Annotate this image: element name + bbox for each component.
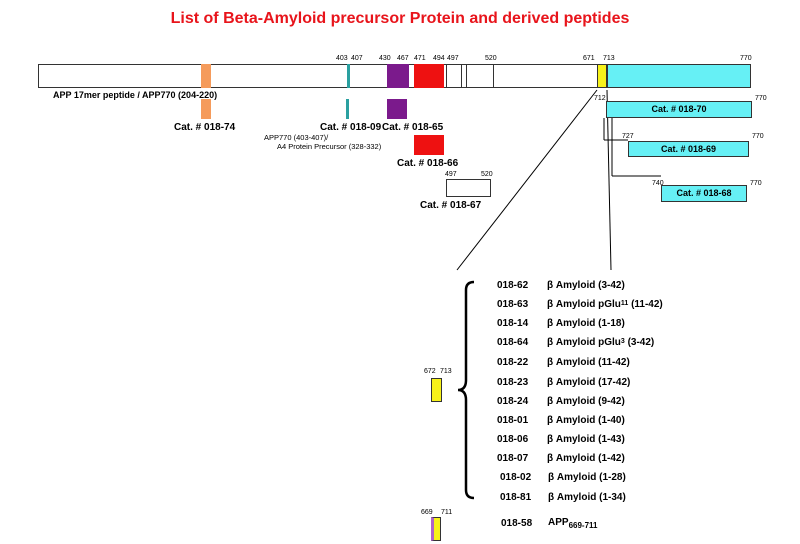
- fragment-018-74-bar: [201, 99, 211, 119]
- peptide-code: 018-63: [497, 299, 529, 310]
- peptide-name-main: β Amyloid (1-42): [547, 453, 625, 464]
- peptide-code: 018-02: [500, 472, 532, 483]
- pos-430: 430: [379, 55, 391, 62]
- fragment-018-09-note-2: A4 Protein Precursor (328-332): [277, 142, 382, 151]
- fragment-018-70-bar: Cat. # 018-70: [606, 101, 752, 118]
- peptide-name-main: β Amyloid (1-43): [547, 434, 625, 445]
- peptide-name-main: β Amyloid (9-42): [547, 396, 625, 407]
- yellow-segment: [597, 64, 607, 88]
- fragment-018-09-label: Cat. # 018-09: [320, 122, 382, 133]
- fragment-018-09-note-1: APP770 (403-407)/: [264, 133, 329, 142]
- peptide-code: 018-22: [497, 357, 529, 368]
- peptide-name: β Amyloid (11-42): [547, 357, 630, 368]
- white-segment-b: [466, 64, 494, 88]
- peptide-name-main: β Amyloid (3-42): [547, 280, 625, 291]
- peptide-name-main: β Amyloid (1-28): [548, 472, 626, 483]
- peptide-code: 018-64: [497, 337, 529, 348]
- app-fragment-bar: [431, 517, 441, 541]
- app-fragment-name-main: APP: [548, 517, 569, 528]
- peptide-name-main: β Amyloid (1-34): [548, 492, 626, 503]
- peptide-name: β Amyloid pGlu3 (3-42): [547, 337, 654, 348]
- zoom-segment-bar: [431, 378, 442, 402]
- peptide-name-main: β Amyloid (11-42): [547, 357, 630, 368]
- pos-403: 403: [336, 55, 348, 62]
- peptide-name-range: (3-42): [624, 337, 655, 348]
- peptide-code: 018-01: [497, 415, 529, 426]
- peptide-name: β Amyloid (17-42): [547, 377, 630, 388]
- peptide-name-main: β Amyloid pGlu: [547, 299, 621, 310]
- fragment-018-09-bar: [346, 99, 349, 119]
- peptide-code: 018-62: [497, 280, 529, 291]
- peptide-code: 018-06: [497, 434, 529, 445]
- fragment-018-69-start: 727: [622, 133, 634, 140]
- peptide-name: β Amyloid (1-34): [548, 492, 626, 503]
- fragment-018-69-label: Cat. # 018-69: [660, 144, 717, 154]
- peptide-name: β Amyloid (1-42): [547, 453, 625, 464]
- peptide-name: β Amyloid (1-43): [547, 434, 625, 445]
- peptide-name: β Amyloid (1-40): [547, 415, 625, 426]
- fragment-018-67-label: Cat. # 018-67: [420, 200, 482, 211]
- peptide-code: 018-81: [500, 492, 532, 503]
- teal-segment: [347, 64, 350, 88]
- fragment-018-67-end: 520: [481, 171, 493, 178]
- app-fragment-name: APP669-711: [548, 517, 598, 530]
- app-17mer-annotation: APP 17mer peptide / APP770 (204-220): [53, 90, 218, 100]
- pos-520: 520: [485, 55, 497, 62]
- app-fragment-end: 711: [441, 509, 453, 516]
- fragment-018-66-bar: [414, 135, 444, 155]
- fragment-018-67-bar: [446, 179, 491, 197]
- fragment-018-68-end: 770: [750, 180, 762, 187]
- fragment-018-70-label: Cat. # 018-70: [651, 104, 707, 114]
- pos-494: 494: [433, 55, 445, 62]
- page-title: List of Beta-Amyloid precursor Protein a…: [170, 10, 630, 27]
- peptide-name-main: β Amyloid (17-42): [547, 377, 631, 388]
- peptide-name-main: β Amyloid pGlu: [547, 337, 621, 348]
- fragment-018-65-bar: [387, 99, 407, 119]
- zoom-segment-start: 672: [424, 368, 436, 375]
- fragment-018-70-end: 770: [755, 95, 767, 102]
- peptide-name: β Amyloid (3-42): [547, 280, 625, 291]
- white-segment-a: [446, 64, 462, 88]
- peptide-name-superscript: 3: [620, 338, 625, 345]
- peptide-name-range: (11-42): [628, 299, 663, 310]
- fragment-018-68-start: 740: [652, 180, 664, 187]
- fragment-018-67-start: 497: [445, 171, 457, 178]
- red-segment: [414, 64, 444, 88]
- peptide-code: 018-23: [497, 377, 529, 388]
- peptide-name: β Amyloid (9-42): [547, 396, 625, 407]
- peptide-name: β Amyloid (1-18): [547, 318, 625, 329]
- fragment-018-68-label: Cat. # 018-68: [676, 188, 732, 198]
- purple-segment: [387, 64, 409, 88]
- pos-471: 471: [414, 55, 426, 62]
- fragment-018-68-bar: Cat. # 018-68: [661, 185, 747, 202]
- orange-segment: [201, 64, 211, 88]
- peptide-name-main: β Amyloid (1-18): [547, 318, 625, 329]
- app-fragment-code: 018-58: [501, 518, 533, 529]
- cyan-segment: [607, 64, 751, 88]
- fragment-018-74-label: Cat. # 018-74: [174, 122, 236, 133]
- peptide-code: 018-07: [497, 453, 529, 464]
- fragment-018-69-bar: Cat. # 018-69: [628, 141, 749, 157]
- pos-497: 497: [447, 55, 459, 62]
- fragment-018-66-label: Cat. # 018-66: [397, 158, 459, 169]
- pos-407: 407: [351, 55, 363, 62]
- fragment-018-65-label: Cat. # 018-65: [382, 122, 444, 133]
- peptide-name-superscript: 11: [620, 300, 629, 307]
- zoom-segment-end: 713: [440, 368, 452, 375]
- peptide-name-main: β Amyloid (1-40): [547, 415, 625, 426]
- fragment-018-69-end: 770: [752, 133, 764, 140]
- pos-467: 467: [397, 55, 409, 62]
- peptide-code: 018-14: [497, 318, 529, 329]
- app-fragment-start: 669: [421, 509, 433, 516]
- app-fragment-name-sub: 669-711: [568, 521, 598, 530]
- pos-671: 671: [583, 55, 595, 62]
- peptide-code: 018-24: [497, 396, 529, 407]
- pos-770: 770: [740, 55, 752, 62]
- pos-713: 713: [603, 55, 615, 62]
- peptide-name: β Amyloid (1-28): [548, 472, 626, 483]
- peptide-name: β Amyloid pGlu11 (11-42): [547, 299, 663, 310]
- fragment-018-70-start: 712: [594, 95, 606, 102]
